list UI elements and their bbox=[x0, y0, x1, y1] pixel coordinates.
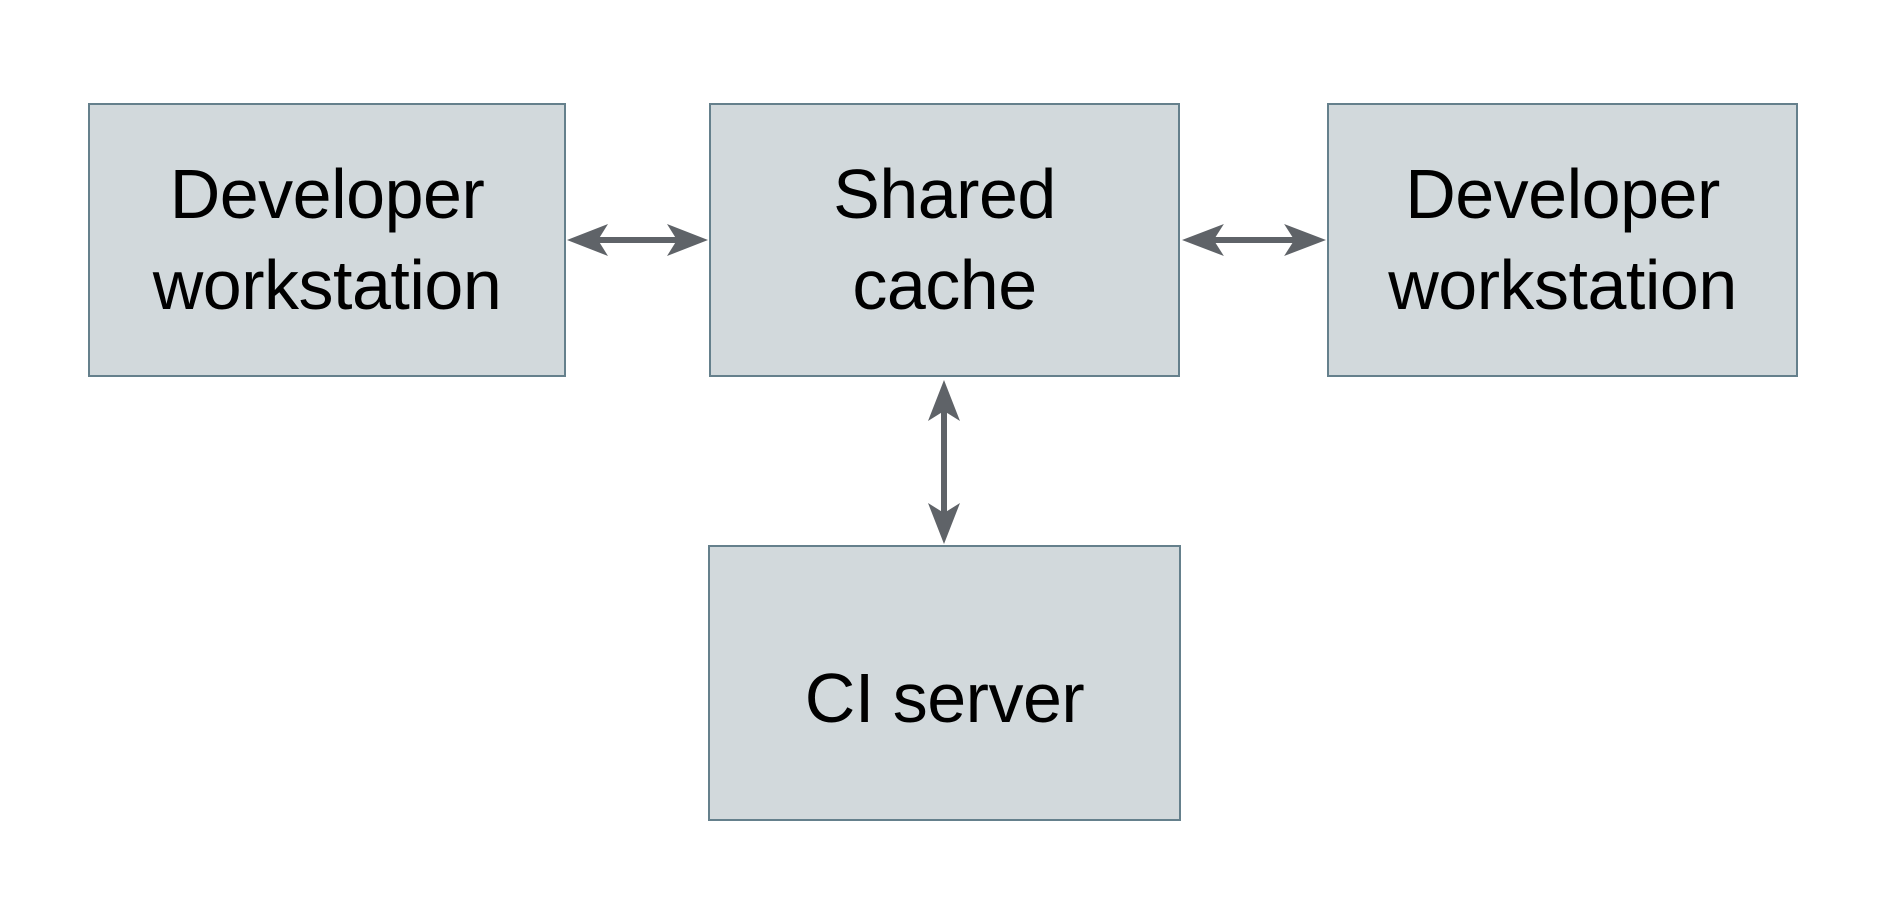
bidirectional-arrow-left-workstation-cache bbox=[567, 224, 708, 256]
arrowhead-right-icon bbox=[667, 224, 708, 256]
arrowhead-right-icon bbox=[1284, 224, 1326, 256]
node-label-ci-server: CI server bbox=[804, 658, 1085, 737]
arrowhead-up-icon bbox=[928, 380, 960, 421]
node-ci-server: CI server bbox=[708, 545, 1181, 821]
arrowhead-down-icon bbox=[928, 503, 960, 544]
arrowhead-left-icon bbox=[1182, 224, 1224, 256]
node-developer-workstation-right: Developer workstation bbox=[1327, 103, 1798, 377]
node-shared-cache: Shared cache bbox=[709, 103, 1180, 377]
bidirectional-arrow-cache-right-workstation bbox=[1182, 224, 1326, 256]
node-developer-workstation-left: Developer workstation bbox=[88, 103, 566, 377]
node-label-shared-cache: Shared cache bbox=[833, 155, 1056, 324]
node-label-developer-workstation-left: Developer workstation bbox=[152, 155, 502, 324]
node-label-developer-workstation-right: Developer workstation bbox=[1388, 155, 1737, 324]
arrowhead-left-icon bbox=[567, 224, 608, 256]
bidirectional-arrow-cache-ci-server bbox=[928, 380, 960, 544]
